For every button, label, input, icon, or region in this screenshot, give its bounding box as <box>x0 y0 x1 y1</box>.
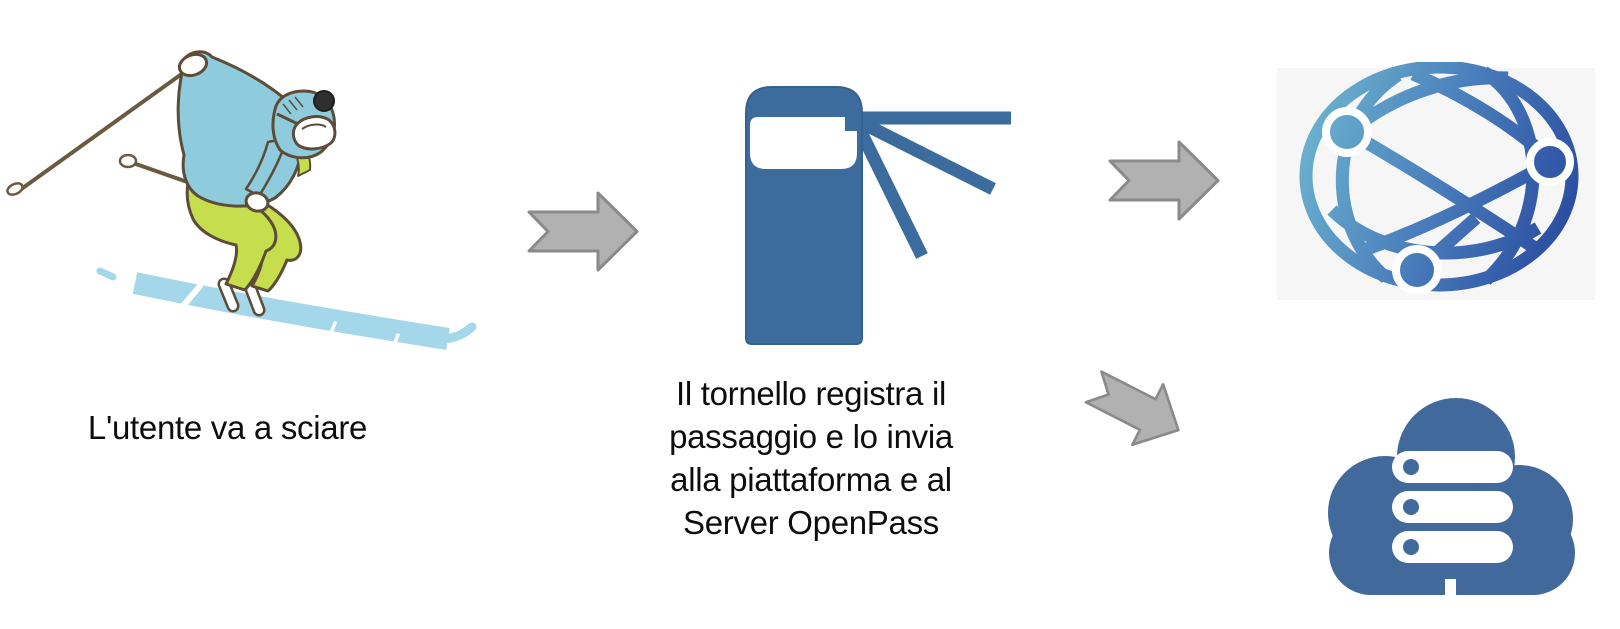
turnstile-window <box>750 117 857 169</box>
globe-node-icon <box>1526 138 1574 186</box>
turnstile-arms <box>850 111 1011 259</box>
server-rack-icon <box>1392 531 1513 563</box>
globe-node-icon <box>1392 245 1442 294</box>
skier-gloves <box>177 52 270 213</box>
turnstile-caption-line: Server OpenPass <box>683 504 939 541</box>
turnstile-arm-pivot <box>845 117 857 131</box>
server-racks <box>1392 451 1513 563</box>
hat-pom-icon <box>313 90 335 112</box>
skier-head <box>271 89 337 160</box>
ski-boots-icon <box>217 277 266 317</box>
cloud-stem-notch <box>1445 579 1456 597</box>
ski-icon <box>96 267 477 357</box>
ski-pole-icon <box>6 66 192 196</box>
globe-nodes <box>1322 107 1574 294</box>
turnstile-caption: Il tornello registra il passaggio e lo i… <box>613 372 1009 544</box>
arrow-skier-to-turnstile-icon <box>527 191 639 272</box>
server-rack-icon <box>1392 451 1513 483</box>
turnstile-caption-line: alla piattaforma e al <box>670 461 952 498</box>
globe-node-icon <box>1322 107 1372 157</box>
turnstile-caption-line: passaggio e lo invia <box>669 418 953 455</box>
turnstile-icon <box>745 86 1011 345</box>
ski-goggles-icon <box>291 115 337 151</box>
cloud-server-icon <box>1328 398 1575 597</box>
turnstile-caption-line: Il tornello registra il <box>675 375 947 412</box>
arrow-turnstile-to-platform-icon <box>1108 140 1220 221</box>
server-rack-icon <box>1392 491 1513 523</box>
skier-caption: L'utente va a sciare <box>87 409 368 446</box>
skier-icon <box>6 50 477 357</box>
network-globe-icon <box>1299 62 1579 294</box>
arrow-turnstile-to-server-icon <box>1084 370 1180 446</box>
